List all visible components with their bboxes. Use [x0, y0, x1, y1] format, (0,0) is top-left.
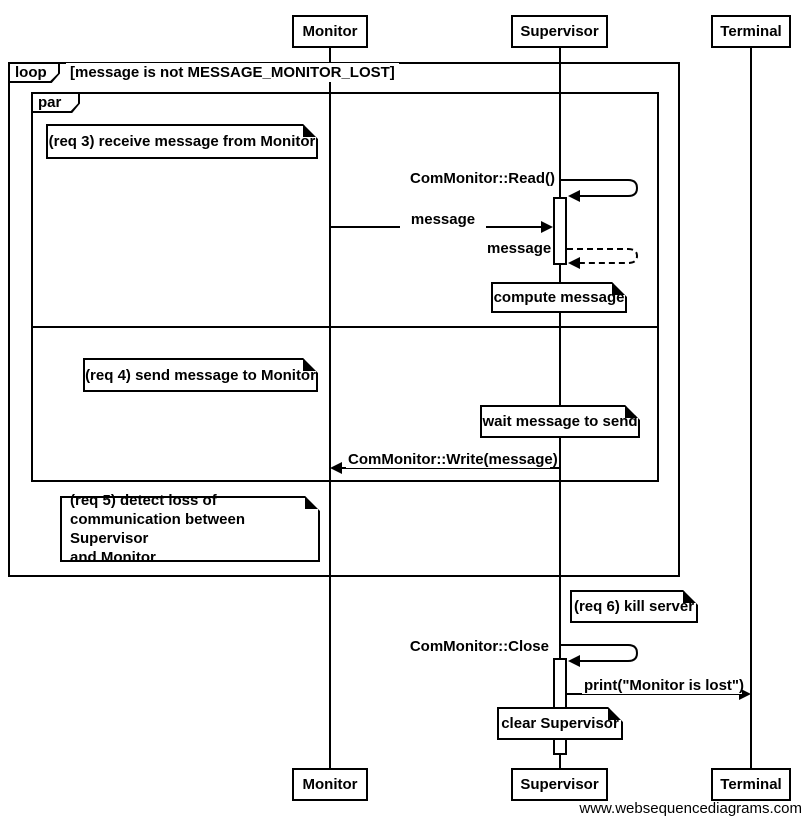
participant-supervisor-top: Supervisor: [511, 15, 608, 48]
note-fold-icon: [303, 358, 318, 373]
participant-monitor-top: Monitor: [292, 15, 368, 48]
participant-monitor-bottom: Monitor: [292, 768, 368, 801]
note-clear-text: clear Supervisor: [501, 715, 619, 732]
par-frame: [31, 92, 659, 482]
participant-terminal-top: Terminal: [711, 15, 791, 48]
note-compute-message: compute message: [491, 282, 627, 313]
message-return-line: [567, 248, 639, 264]
note-fold-icon: [303, 124, 318, 139]
participant-terminal-bottom: Terminal: [711, 768, 791, 801]
message-return-arrowhead-icon: [568, 257, 580, 269]
read-arrowhead-icon: [568, 190, 580, 202]
close-message-label: ComMonitor::Close: [407, 639, 551, 655]
message-in-arrowhead-icon: [541, 221, 553, 233]
note-fold-icon: [612, 282, 627, 297]
note-fold-icon: [625, 405, 640, 420]
note-compute-text: compute message: [493, 289, 625, 306]
loop-condition-label: [message is not MESSAGE_MONITOR_LOST]: [66, 63, 399, 82]
participant-supervisor-bottom: Supervisor: [511, 768, 608, 801]
print-arrowhead-icon: [739, 688, 751, 700]
note-req6-text: (req 6) kill server: [573, 598, 695, 615]
close-arrowhead-icon: [568, 655, 580, 667]
supervisor-activation-bar-1: [553, 197, 567, 265]
loop-operator-label: loop: [10, 64, 58, 81]
note-req4: (req 4) send message to Monitor: [83, 358, 318, 392]
par-operator-label: par: [33, 94, 78, 111]
note-fold-icon: [305, 496, 320, 511]
note-wait-text: wait message to send: [482, 413, 638, 430]
note-req6: (req 6) kill server: [570, 590, 698, 623]
write-message-label: ComMonitor::Write(message): [346, 451, 558, 468]
note-req4-text: (req 4) send message to Monitor: [85, 366, 316, 384]
close-self-message-line: [560, 644, 639, 662]
note-req5-text: (req 5) detect loss of communication bet…: [70, 492, 246, 566]
note-clear-supervisor: clear Supervisor: [497, 707, 623, 740]
message-in-label: message: [400, 212, 486, 228]
note-fold-icon: [608, 707, 623, 722]
note-req5: (req 5) detect loss of communication bet…: [60, 492, 320, 566]
note-req3: (req 3) receive message from Monitor: [46, 124, 318, 159]
note-req3-text: (req 3) receive message from Monitor: [48, 133, 316, 150]
watermark-text: www.websequencediagrams.com: [579, 800, 802, 817]
print-message-label: print("Monitor is lost"): [582, 677, 745, 694]
read-self-message-line: [560, 179, 639, 197]
par-operator-tab: par: [31, 92, 80, 113]
note-fold-icon: [683, 590, 698, 605]
note-wait-message: wait message to send: [480, 405, 640, 438]
write-arrowhead-icon: [330, 462, 342, 474]
loop-operator-tab: loop: [8, 62, 60, 83]
read-message-label: ComMonitor::Read(): [408, 170, 555, 187]
message-return-label: message: [485, 240, 552, 257]
